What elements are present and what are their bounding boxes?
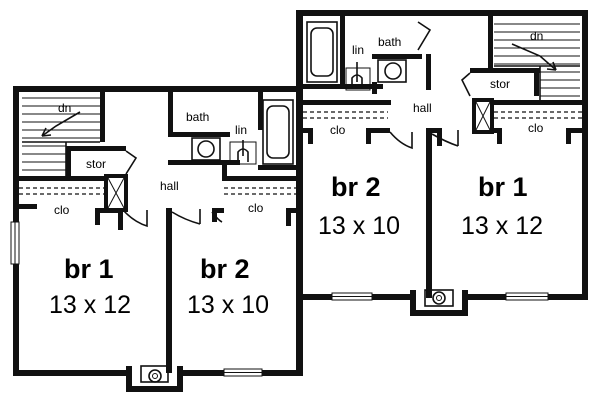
left-bottom-fixture <box>148 369 162 383</box>
party-wall <box>296 86 303 376</box>
left-exterior-wall-top <box>13 86 297 92</box>
right-linen-label: lin <box>352 43 364 57</box>
left-unit: dn stor bath lin hall clo <box>10 86 303 392</box>
right-sink-icon <box>345 62 371 91</box>
left-br2-size: 13 x 10 <box>187 291 269 319</box>
right-br1-name: br 1 <box>478 172 528 202</box>
left-storage-label: stor <box>86 157 106 171</box>
left-tub <box>262 99 294 165</box>
right-storage-label: stor <box>490 77 510 91</box>
right-exterior-wall-left <box>296 10 303 90</box>
right-exterior-wall-top <box>296 10 588 16</box>
right-br1-size: 13 x 12 <box>461 212 543 240</box>
right-exterior-wall-right <box>582 10 588 300</box>
left-stairs-label: dn <box>58 101 71 115</box>
left-sink-icon <box>229 140 257 165</box>
right-br2-name: br 2 <box>331 172 381 202</box>
right-stairs-label: dn <box>530 29 543 43</box>
right-bath-label: bath <box>378 35 401 49</box>
left-br1-name: br 1 <box>64 254 114 284</box>
right-closet1-label: clo <box>330 123 346 137</box>
right-tub <box>306 21 338 83</box>
right-toilet-box <box>377 59 407 83</box>
left-closet2-label: clo <box>248 201 264 215</box>
left-br2-name: br 2 <box>200 254 250 284</box>
right-br2-size: 13 x 10 <box>318 212 400 240</box>
left-linen-label: lin <box>235 123 247 137</box>
left-bath-label: bath <box>186 110 209 124</box>
left-hall-label: hall <box>160 179 179 193</box>
left-br1-size: 13 x 12 <box>49 291 131 319</box>
left-toilet-icon <box>197 140 215 158</box>
right-bottom-fixture <box>432 291 446 305</box>
right-hall-label: hall <box>413 101 432 115</box>
left-closet1-label: clo <box>54 203 70 217</box>
left-toilet-box <box>191 137 221 161</box>
right-unit: bath lin dn stor h <box>296 10 588 316</box>
right-toilet-icon <box>384 62 402 80</box>
right-br-divider-wall <box>426 132 432 298</box>
right-closet2-label: clo <box>528 121 544 135</box>
left-br-divider-wall <box>166 213 172 373</box>
right-stairs <box>494 23 580 100</box>
